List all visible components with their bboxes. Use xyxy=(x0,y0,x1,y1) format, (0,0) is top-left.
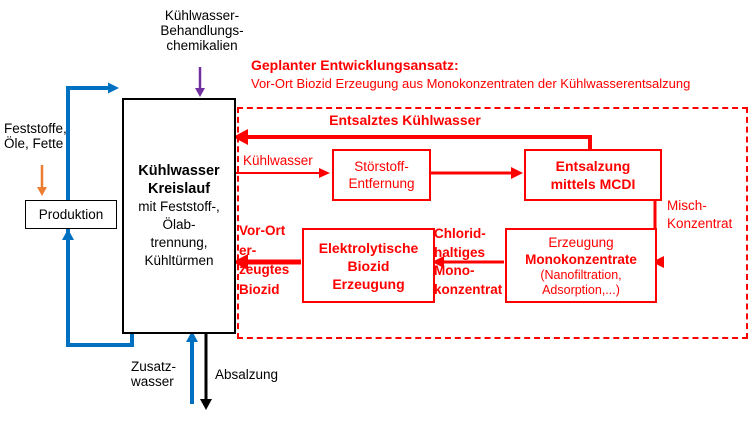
stoerstoff-entsalzung-arrow xyxy=(427,167,523,179)
entsalztes-kuehlwasser-arrow xyxy=(233,129,592,149)
produktion-label: Produktion xyxy=(38,207,104,222)
chemicals-label: Kühlwasser- Behandlungs- chemikalien xyxy=(160,8,244,53)
erzeugung-line3: (Nanofiltration, Adsorption,...) xyxy=(540,267,622,297)
elektrolytische-biozid-box: Elektrolytische Biozid Erzeugung xyxy=(302,228,435,303)
misch-konzentrat-label: Misch- Konzentrat xyxy=(667,198,733,231)
monokonzentrat-biozid-arrow xyxy=(432,256,504,268)
kreislauf-title: Kühlwasser Kreislauf xyxy=(138,163,220,197)
erzeugung-monokonzentrate-box: Erzeugung Monokonzentrate (Nanofiltratio… xyxy=(505,228,657,303)
zusatzwasser-label: Zusatz- wasser xyxy=(131,359,177,389)
kreislauf-details: mit Feststoff-, Ölab- trennung, Kühltürm… xyxy=(138,199,220,268)
entwicklungsansatz-region xyxy=(237,107,748,339)
chlorid-konzentrat-label: Chlorid- haltiges Mono- konzentrat xyxy=(434,226,503,297)
entsalztes-kuehlwasser-label: Entsalztes Kühlwasser xyxy=(329,112,481,128)
erzeugung-line1: Erzeugung xyxy=(548,234,614,250)
erzeugung-line2: Monokonzentrate xyxy=(525,251,637,267)
absalzung-arrow xyxy=(200,331,212,410)
entsalzung-mcdi-box: Entsalzung mittels MCDI xyxy=(524,149,662,201)
cooling-loop-arrow xyxy=(62,82,134,347)
zusatzwasser-arrow xyxy=(186,331,198,404)
entwicklungsansatz-heading: Geplanter Entwicklungsansatz: xyxy=(251,57,459,73)
entwicklungsansatz-subheading: Vor-Ort Biozid Erzeugung aus Monokonzent… xyxy=(251,76,691,91)
kuehlwasser-kreislauf-box: Kühlwasser Kreislauf mit Feststoff-, Öla… xyxy=(122,98,236,334)
feststoffe-label: Feststoffe, Öle, Fette xyxy=(4,121,67,151)
vor-ort-biozid-label: Vor-Ort er- zeugtes Biozid xyxy=(239,223,290,297)
kuehlwasser-label: Kühlwasser xyxy=(243,153,313,168)
kuehlwasser-arrow xyxy=(233,168,330,178)
feststoffe-arrow xyxy=(37,165,47,196)
vor-ort-biozid-arrow xyxy=(233,254,301,270)
produktion-box: Produktion xyxy=(25,200,117,229)
absalzung-label: Absalzung xyxy=(215,367,279,382)
stoerstoff-entfernung-box: Störstoff- Entfernung xyxy=(332,149,431,201)
chemicals-arrow xyxy=(195,67,205,97)
